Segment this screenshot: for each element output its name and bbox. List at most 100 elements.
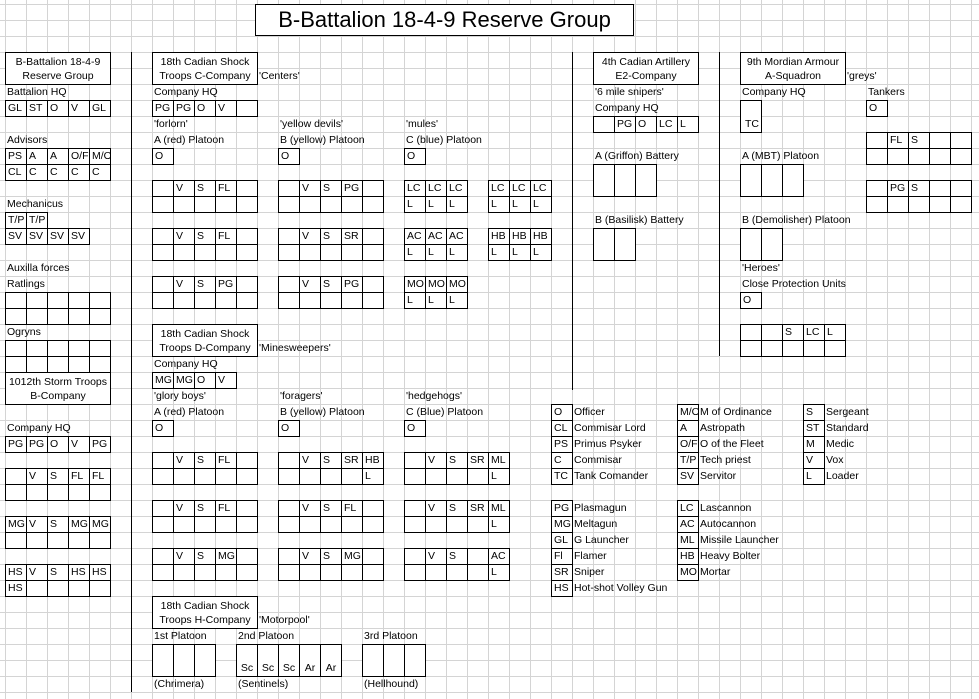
storm-troops-squad-cell[interactable]: HS <box>68 564 90 581</box>
basilisk-cell[interactable] <box>614 228 636 261</box>
storm-troops-squad-cell[interactable] <box>68 484 90 501</box>
storm-troops-hq-cell[interactable]: V <box>68 436 90 453</box>
vehicle-cell[interactable]: Sc <box>278 644 300 677</box>
storm-troops-squad-cell[interactable]: V <box>26 468 48 485</box>
storm-troops-squad-cell[interactable] <box>5 532 27 549</box>
squad-cell[interactable] <box>446 516 468 533</box>
vehicle-cell[interactable] <box>404 644 426 677</box>
artillery-hq-cell[interactable]: O <box>635 116 657 133</box>
squad-cell[interactable]: SR <box>467 500 489 517</box>
squad-cell[interactable]: L <box>488 516 510 533</box>
squad-cell[interactable]: L <box>425 196 447 213</box>
squad-cell[interactable] <box>236 228 258 245</box>
squad-cell[interactable]: ML <box>488 452 510 469</box>
squad-cell[interactable] <box>404 468 426 485</box>
squad-cell[interactable] <box>278 276 300 293</box>
squad-cell[interactable] <box>362 180 384 197</box>
squad-cell[interactable]: S <box>320 180 342 197</box>
squad-cell[interactable]: S <box>320 548 342 565</box>
tankers-squad-cell[interactable] <box>866 180 888 197</box>
squad-cell[interactable]: S <box>446 452 468 469</box>
squad-cell[interactable] <box>194 244 216 261</box>
storm-troops-squad-cell[interactable]: HS <box>5 564 27 581</box>
squad-cell[interactable] <box>404 548 426 565</box>
storm-troops-squad-cell[interactable]: FL <box>89 468 111 485</box>
ogryns-cell[interactable] <box>68 340 90 357</box>
ogryns-cell[interactable] <box>26 340 48 357</box>
squad-cell[interactable]: S <box>320 500 342 517</box>
heavy-weapons-squad-cell[interactable]: LC <box>488 180 510 197</box>
tankers-squad-cell[interactable] <box>929 148 951 165</box>
squad-cell[interactable]: V <box>299 548 321 565</box>
squad-cell[interactable]: V <box>425 452 447 469</box>
squad-cell[interactable] <box>236 468 258 485</box>
squad-cell[interactable] <box>236 548 258 565</box>
squad-cell[interactable]: SR <box>467 452 489 469</box>
squad-cell[interactable]: S <box>194 452 216 469</box>
squad-cell[interactable] <box>194 196 216 213</box>
squad-cell[interactable]: FL <box>341 500 363 517</box>
artillery-hq-cell[interactable]: PG <box>614 116 636 133</box>
squad-cell[interactable] <box>341 468 363 485</box>
squad-cell[interactable] <box>152 500 174 517</box>
basilisk-cell[interactable] <box>593 228 615 261</box>
storm-troops-squad-cell[interactable]: S <box>47 468 69 485</box>
squad-cell[interactable] <box>404 516 426 533</box>
squad-cell[interactable] <box>278 500 300 517</box>
squad-cell[interactable] <box>215 244 237 261</box>
squad-cell[interactable] <box>215 196 237 213</box>
squad-cell[interactable]: FL <box>215 180 237 197</box>
storm-troops-squad-cell[interactable] <box>47 532 69 549</box>
squad-cell[interactable] <box>299 564 321 581</box>
mbt-cell[interactable] <box>761 164 783 197</box>
squad-cell[interactable] <box>236 500 258 517</box>
tankers-squad-cell[interactable] <box>866 148 888 165</box>
squad-cell[interactable] <box>299 244 321 261</box>
mechanicus-cell[interactable]: SV <box>5 228 27 245</box>
squad-cell[interactable] <box>299 468 321 485</box>
platoon-officer-cell[interactable]: O <box>404 148 426 165</box>
squad-cell[interactable]: S <box>320 228 342 245</box>
squad-cell[interactable]: V <box>173 228 195 245</box>
storm-troops-squad-cell[interactable] <box>47 484 69 501</box>
squad-cell[interactable] <box>152 244 174 261</box>
squad-cell[interactable]: L <box>425 292 447 309</box>
squad-cell[interactable] <box>362 516 384 533</box>
cpu-squad-cell[interactable] <box>803 340 825 357</box>
squad-cell[interactable] <box>341 564 363 581</box>
platoon-officer-cell[interactable]: O <box>152 420 174 437</box>
squad-cell[interactable] <box>278 564 300 581</box>
squad-cell[interactable] <box>194 564 216 581</box>
squad-cell[interactable] <box>152 196 174 213</box>
d-company-hq-cell[interactable]: MG <box>152 372 174 389</box>
storm-troops-squad-cell[interactable]: S <box>47 516 69 533</box>
tankers-squad-cell[interactable]: PG <box>887 180 909 197</box>
ratlings-cell[interactable] <box>5 308 27 325</box>
squad-cell[interactable]: PG <box>215 276 237 293</box>
demolisher-cell[interactable] <box>740 228 762 261</box>
mechanicus-cell[interactable]: SV <box>26 228 48 245</box>
squad-cell[interactable]: S <box>446 548 468 565</box>
ogryns-cell[interactable] <box>68 356 90 373</box>
tankers-squad-cell[interactable]: FL <box>887 132 909 149</box>
tankers-squad-cell[interactable] <box>950 180 972 197</box>
squad-cell[interactable] <box>362 500 384 517</box>
advisors-cell[interactable]: PS <box>5 148 27 165</box>
c-company-hq-cell[interactable]: PG <box>152 100 174 117</box>
squad-cell[interactable] <box>341 244 363 261</box>
heavy-weapons-squad-cell[interactable]: HB <box>509 228 531 245</box>
squad-cell[interactable] <box>362 228 384 245</box>
squad-cell[interactable]: V <box>299 228 321 245</box>
storm-troops-squad-cell[interactable]: FL <box>68 468 90 485</box>
squad-cell[interactable] <box>194 292 216 309</box>
squad-cell[interactable] <box>215 564 237 581</box>
tankers-squad-cell[interactable] <box>908 148 930 165</box>
tankers-squad-cell[interactable]: S <box>908 180 930 197</box>
squad-cell[interactable]: ML <box>488 500 510 517</box>
cpu-officer-cell[interactable]: O <box>740 292 762 309</box>
squad-cell[interactable] <box>446 468 468 485</box>
squad-cell[interactable] <box>278 452 300 469</box>
squad-cell[interactable] <box>173 292 195 309</box>
tankers-squad-cell[interactable] <box>887 148 909 165</box>
tankers-squad-cell[interactable] <box>908 196 930 213</box>
